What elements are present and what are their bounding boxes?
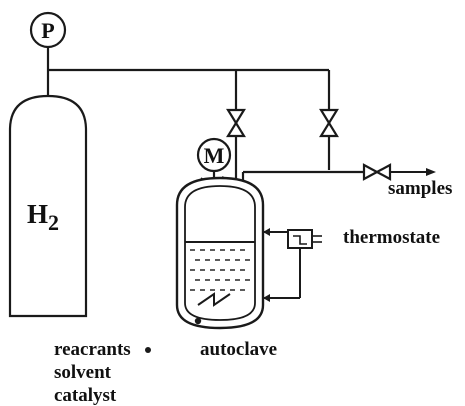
- autoclave-vessel: [175, 176, 265, 330]
- sample-arrow-icon: [426, 168, 436, 176]
- thermostat-outlet-arrow: [263, 294, 270, 302]
- motor: M: [196, 137, 232, 185]
- liquid: [185, 241, 255, 291]
- samples-label: samples: [388, 178, 452, 199]
- hydrogen-cylinder: H2: [8, 90, 88, 318]
- contents-dot: [194, 317, 202, 325]
- contents-item-0: reacrants: [54, 339, 131, 360]
- pressure-gauge: P: [29, 11, 67, 49]
- motor-label: M: [204, 143, 225, 168]
- impeller: [197, 292, 231, 307]
- thermostat-inlet-arrow: [263, 228, 270, 236]
- cylinder-label: H2: [27, 199, 59, 235]
- autoclave-label: autoclave: [200, 339, 277, 360]
- valve-right: [319, 108, 339, 138]
- thermostat-label: thermostate: [343, 227, 440, 248]
- pressure-gauge-label: P: [41, 18, 54, 43]
- thermostat-unit: [287, 229, 322, 249]
- sample-valve: [362, 163, 392, 181]
- contents-item-1: solvent: [54, 362, 112, 383]
- contents-item-2: catalyst: [54, 385, 117, 406]
- valve-left: [226, 108, 246, 138]
- contents-bullet: [145, 347, 151, 353]
